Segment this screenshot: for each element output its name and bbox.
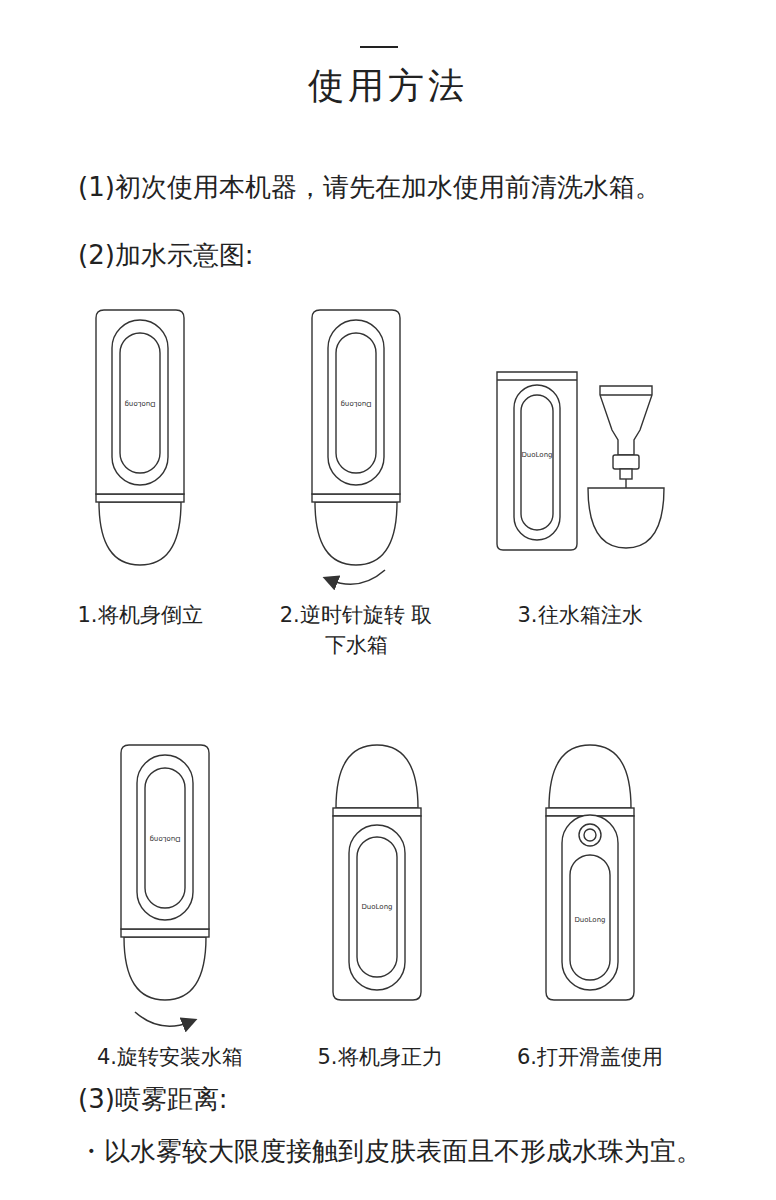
- device-inverted: [96, 310, 184, 565]
- instruction-text: (2)加水示意图:: [78, 238, 708, 272]
- instruction-text: (3)喷雾距离:: [78, 1082, 708, 1116]
- instruction-text: (1)初次使用本机器，请先在加水使用前清洗水箱。: [78, 170, 708, 204]
- step-caption: 1.将机身倒立: [40, 600, 240, 630]
- brand-mark: DuoLong: [517, 451, 557, 460]
- step-caption: 4.旋转安装水箱: [60, 1042, 280, 1072]
- brand-mark: DuoLong: [357, 903, 397, 912]
- device-open: [546, 745, 634, 1000]
- page-title: 使用方法: [0, 62, 776, 110]
- brand-mark: DuoLong: [145, 834, 185, 843]
- step-caption: 5.将机身正力: [290, 1042, 470, 1072]
- water-tank: [497, 372, 577, 550]
- step-caption: 3.往水箱注水: [480, 600, 680, 630]
- brand-mark: DuoLong: [120, 399, 160, 408]
- step-caption: 2.逆时针旋转 取下水箱: [276, 600, 436, 660]
- brand-mark: DuoLong: [336, 399, 376, 408]
- title-rule: [360, 46, 398, 48]
- device-upright: [333, 745, 421, 1000]
- rotate-arrow: [330, 570, 385, 584]
- brand-mark: DuoLong: [570, 916, 610, 925]
- rotate-arrow: [135, 1012, 190, 1026]
- instruction-text: ・以水雾较大限度接触到皮肤表面且不形成水珠为宜。: [78, 1134, 718, 1168]
- device-inverted: [312, 310, 400, 565]
- device-inverted: [121, 745, 209, 1000]
- funnel-and-cap: [588, 386, 664, 548]
- step-caption: 6.打开滑盖使用: [490, 1042, 690, 1072]
